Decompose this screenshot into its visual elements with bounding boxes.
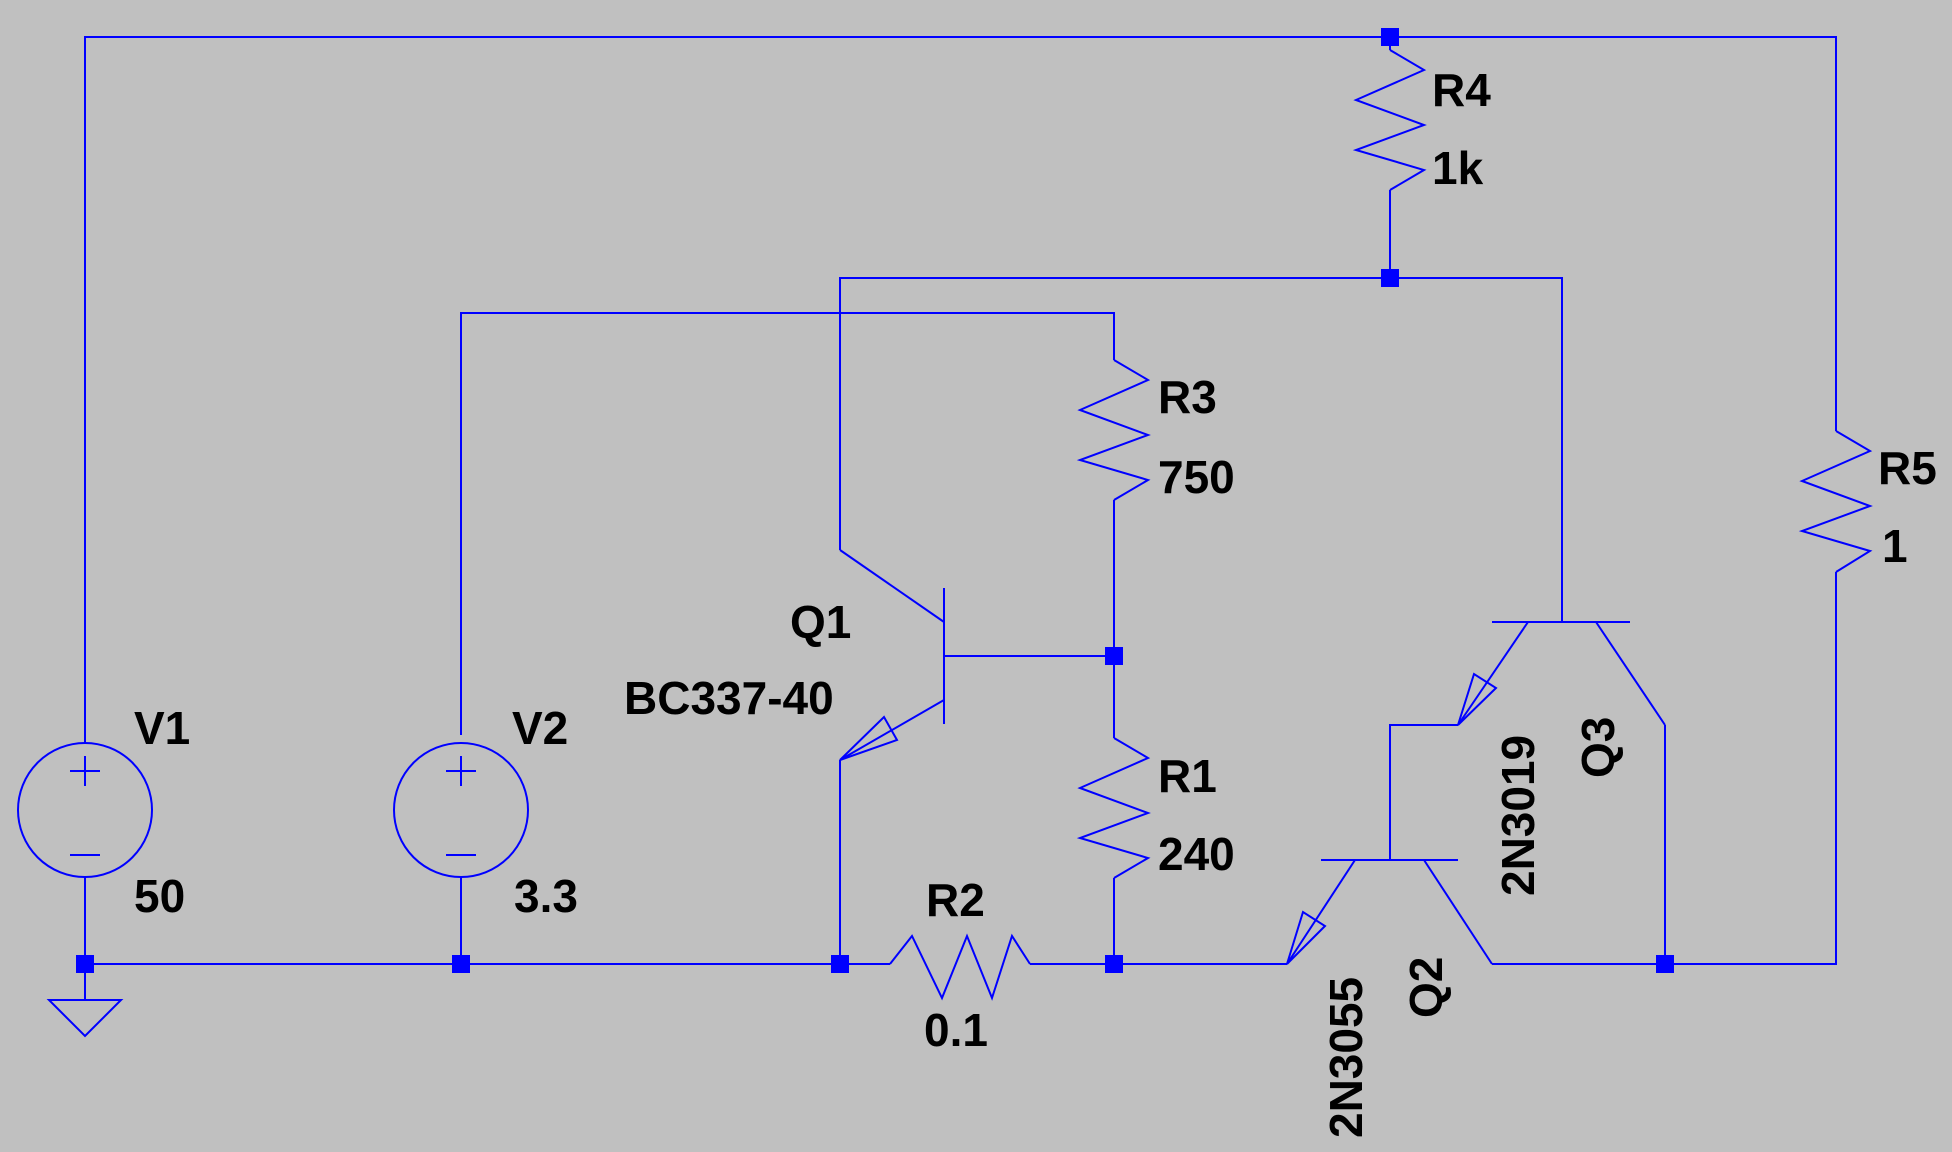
label-v2-name: V2 xyxy=(512,702,568,754)
label-q1-name: Q1 xyxy=(790,596,851,648)
resistor-r4[interactable] xyxy=(1352,49,1427,191)
label-r4-value: 1k xyxy=(1432,142,1484,194)
junction-dot xyxy=(452,955,470,973)
junction-dot xyxy=(1105,647,1123,665)
label-r5-value: 1 xyxy=(1882,520,1908,572)
junction-dot xyxy=(1381,28,1399,46)
junction-dot xyxy=(831,955,849,973)
junctions xyxy=(76,28,1674,973)
label-q3-model: 2N3019 xyxy=(1492,735,1544,896)
ground-symbol xyxy=(46,964,124,1038)
label-q1-model: BC337-40 xyxy=(624,672,834,724)
label-r1-value: 240 xyxy=(1158,828,1235,880)
wire-q3-emitter-q2-base xyxy=(1389,724,1458,860)
label-v2-value: 3.3 xyxy=(514,870,578,922)
label-v1-name: V1 xyxy=(134,702,190,754)
junction-dot xyxy=(1381,269,1399,287)
wire-top-rail xyxy=(84,36,1837,735)
resistor-r5[interactable] xyxy=(1798,430,1873,573)
junction-dot xyxy=(1656,955,1674,973)
label-r2-value: 0.1 xyxy=(924,1004,988,1056)
label-r2-name: R2 xyxy=(926,874,985,926)
resistor-r3[interactable] xyxy=(1076,359,1151,501)
label-v1-value: 50 xyxy=(134,870,185,922)
wires xyxy=(84,36,1837,965)
junction-dot xyxy=(1105,955,1123,973)
transistor-q1[interactable] xyxy=(839,549,945,761)
label-q2-name: Q2 xyxy=(1400,957,1452,1018)
label-r4-name: R4 xyxy=(1432,64,1491,116)
label-r3-name: R3 xyxy=(1158,371,1217,423)
label-r1-name: R1 xyxy=(1158,750,1217,802)
label-r3-value: 750 xyxy=(1158,451,1235,503)
label-q3-name: Q3 xyxy=(1572,717,1624,778)
label-q2-model: 2N3055 xyxy=(1320,977,1372,1138)
voltage-source-v2[interactable] xyxy=(393,742,529,878)
resistor-r2[interactable] xyxy=(889,933,1031,1001)
wire-upper-loop xyxy=(839,277,1563,622)
resistor-r1[interactable] xyxy=(1076,737,1151,879)
voltage-source-v1[interactable] xyxy=(17,735,153,878)
wire-q2-collector-r5 xyxy=(1492,572,1837,965)
label-r5-name: R5 xyxy=(1878,442,1937,494)
wire-v2-loop xyxy=(460,312,1115,735)
transistor-q2[interactable] xyxy=(1286,859,1493,965)
transistor-q3[interactable] xyxy=(1457,621,1666,726)
